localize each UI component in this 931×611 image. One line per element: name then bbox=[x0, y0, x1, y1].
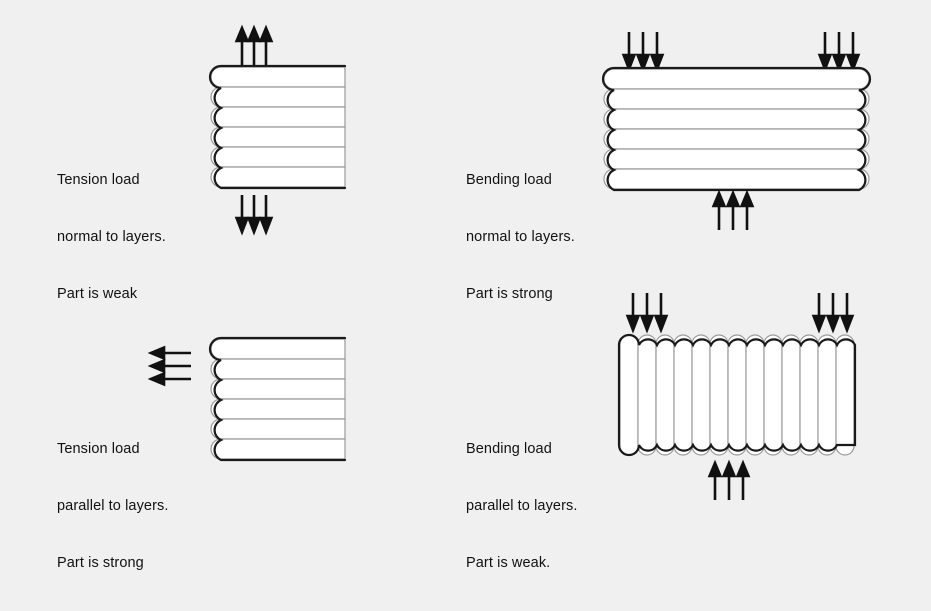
diagram-tension-parallel bbox=[145, 330, 360, 470]
diagram-tension-normal-svg bbox=[208, 24, 347, 236]
caption-line-2: parallel to layers. bbox=[466, 498, 578, 514]
arrow-group-top bbox=[234, 24, 274, 67]
caption-line-3: Part is weak. bbox=[466, 555, 551, 571]
caption-line-3: Part is weak bbox=[57, 286, 138, 302]
caption-line-1: Tension load bbox=[57, 172, 140, 188]
diagram-bending-normal bbox=[595, 20, 885, 240]
diagram-tension-parallel-svg bbox=[147, 336, 347, 462]
caption-bending-parallel: Bending load parallel to layers. Part is… bbox=[466, 402, 578, 611]
arrow-group-bottom bbox=[234, 195, 274, 236]
layer-stack bbox=[208, 336, 347, 462]
diagram-canvas: Tension load normal to layers. Part is w… bbox=[57, 20, 885, 571]
arrow-group-bottom bbox=[711, 189, 755, 230]
diagram-tension-normal bbox=[200, 20, 360, 240]
caption-tension-normal: Tension load normal to layers. Part is w… bbox=[57, 133, 166, 342]
caption-line-1: Tension load bbox=[57, 441, 140, 457]
caption-line-3: Part is strong bbox=[466, 286, 553, 302]
arrow-group-top-right bbox=[811, 293, 855, 334]
diagram-bending-parallel bbox=[605, 285, 875, 515]
layer-stack bbox=[617, 333, 857, 457]
layer-stack bbox=[601, 66, 872, 192]
caption-line-1: Bending load bbox=[466, 172, 552, 188]
caption-line-2: normal to layers. bbox=[57, 229, 166, 245]
caption-bending-normal: Bending load normal to layers. Part is s… bbox=[466, 133, 575, 342]
layer-stack bbox=[208, 64, 347, 190]
arrow-group-top-left bbox=[621, 32, 665, 73]
caption-line-2: normal to layers. bbox=[466, 229, 575, 245]
caption-line-3: Part is strong bbox=[57, 555, 144, 571]
diagram-bending-normal-svg bbox=[601, 32, 872, 230]
caption-line-1: Bending load bbox=[466, 441, 552, 457]
caption-line-2: parallel to layers. bbox=[57, 498, 169, 514]
arrow-group-top-left bbox=[625, 293, 669, 334]
arrow-group-top-right bbox=[817, 32, 861, 73]
arrow-group-left bbox=[147, 345, 191, 387]
diagram-bending-parallel-svg bbox=[617, 293, 857, 500]
arrow-group-bottom bbox=[707, 459, 751, 500]
